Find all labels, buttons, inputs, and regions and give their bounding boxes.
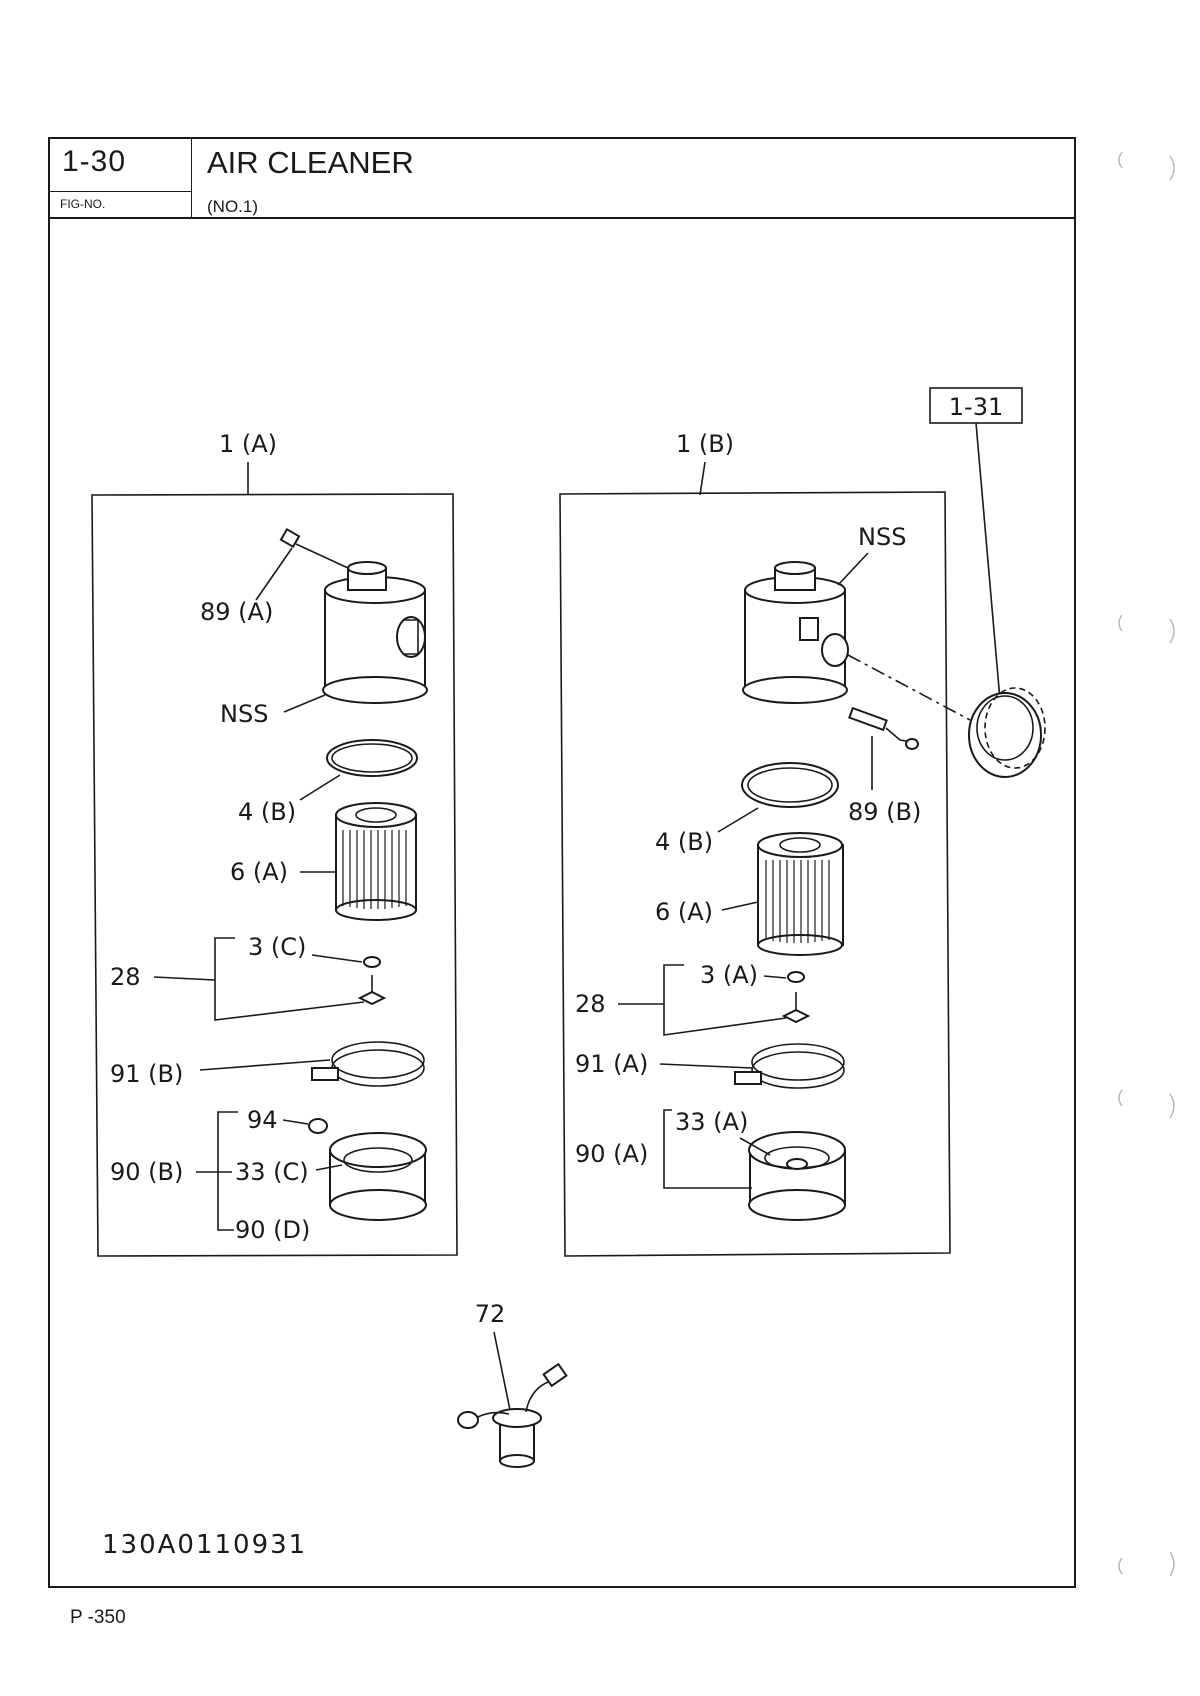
assembly-a-box [91, 493, 458, 1257]
callout-b-33: 33 (A) [675, 1108, 748, 1136]
drawing-number: 130A0110931 [102, 1530, 308, 1560]
page-number: P -350 [70, 1607, 126, 1628]
callout-a-4: 4 (B) [238, 798, 296, 826]
callout-a-89: 89 (A) [200, 598, 273, 626]
figure-title: AIR CLEANER [207, 145, 414, 180]
callout-a-91: 91 (B) [110, 1060, 183, 1088]
leader-a-94 [282, 1119, 309, 1125]
callout-b-28: 28 [575, 990, 606, 1018]
callout-a-6: 6 (A) [230, 858, 288, 886]
wing-nut-b [781, 992, 811, 1024]
filter-element-a [335, 802, 417, 921]
valve-94 [308, 1118, 328, 1134]
bolt-89a [279, 527, 349, 569]
leader-a-89 [255, 547, 293, 601]
callout-assy-b: 1 (B) [676, 430, 734, 458]
filter-element-b [757, 832, 844, 956]
callout-a-28: 28 [110, 963, 141, 991]
bracket-a-90 [217, 1111, 238, 1231]
callout-b-4: 4 (B) [655, 828, 713, 856]
housing-b [742, 561, 849, 704]
leader-a-4 [299, 774, 341, 801]
callout-assy-a: 1 (A) [219, 430, 277, 458]
leader-a-91 [199, 1059, 331, 1071]
fig-no-divider [50, 191, 191, 192]
leader-a-28 [153, 976, 216, 981]
callout-b-6: 6 (A) [655, 898, 713, 926]
callout-b-3: 3 (A) [700, 961, 758, 989]
binder-hole-marks [1118, 151, 1175, 1577]
gasket-a [326, 739, 418, 777]
wing-nut-a [357, 975, 387, 1006]
leader-b-4 [717, 807, 759, 833]
title-block-divider [191, 139, 192, 217]
clamp-band-a [311, 1041, 425, 1087]
rain-cap [968, 687, 1046, 778]
washer-b [787, 971, 805, 983]
leader-a-33 [315, 1164, 343, 1171]
callout-b-90: 90 (A) [575, 1140, 648, 1168]
figure-number: 1-30 [62, 145, 127, 178]
dust-cup-b [748, 1131, 846, 1221]
leader-1-31 [975, 422, 1001, 701]
assembly-axis-cap [847, 654, 971, 721]
gasket-b [741, 762, 839, 808]
leader-a-nss [283, 694, 326, 713]
dust-cup-a [329, 1132, 427, 1221]
leader-assy-b [699, 461, 706, 496]
figure-subtitle: (NO.1) [207, 197, 258, 216]
callout-a-33: 33 (C) [235, 1158, 309, 1186]
leader-b-91 [659, 1063, 753, 1069]
figure-number-label: FIG-NO. [60, 197, 106, 211]
assembly-b-box [559, 491, 951, 1257]
leader-b-33 [739, 1137, 771, 1156]
indicator-89b [848, 706, 919, 790]
housing-a [322, 561, 428, 704]
drawing-frame: 1-30 FIG-NO. AIR CLEANER (NO.1) [48, 137, 1076, 1588]
callout-b-nss: NSS [858, 523, 906, 551]
callout-b-91: 91 (A) [575, 1050, 648, 1078]
title-block: 1-30 FIG-NO. AIR CLEANER (NO.1) [50, 139, 1074, 219]
leader-b-6 [721, 901, 759, 911]
callout-a-90d: 90 (D) [235, 1216, 310, 1244]
leader-a-3 [311, 954, 363, 963]
bracket-a-28 [214, 937, 365, 1021]
callout-b-89: 89 (B) [848, 798, 921, 826]
callout-a-3: 3 (C) [248, 933, 306, 961]
bracket-b-28 [663, 964, 787, 1036]
leader-b-nss [837, 552, 869, 586]
clamp-band-b [734, 1043, 845, 1089]
callout-a-nss: NSS [220, 700, 268, 728]
pressure-sensor-72 [457, 1362, 568, 1468]
leader-sensor-72 [493, 1331, 511, 1411]
bracket-b-90 [663, 1109, 752, 1189]
leader-b-3 [763, 975, 787, 979]
callout-a-94: 94 [247, 1106, 278, 1134]
ref-label-1-31: 1-31 [949, 393, 1003, 421]
callout-a-90: 90 (B) [110, 1158, 183, 1186]
washer-a [363, 956, 381, 968]
callout-sensor-72: 72 [475, 1300, 506, 1328]
